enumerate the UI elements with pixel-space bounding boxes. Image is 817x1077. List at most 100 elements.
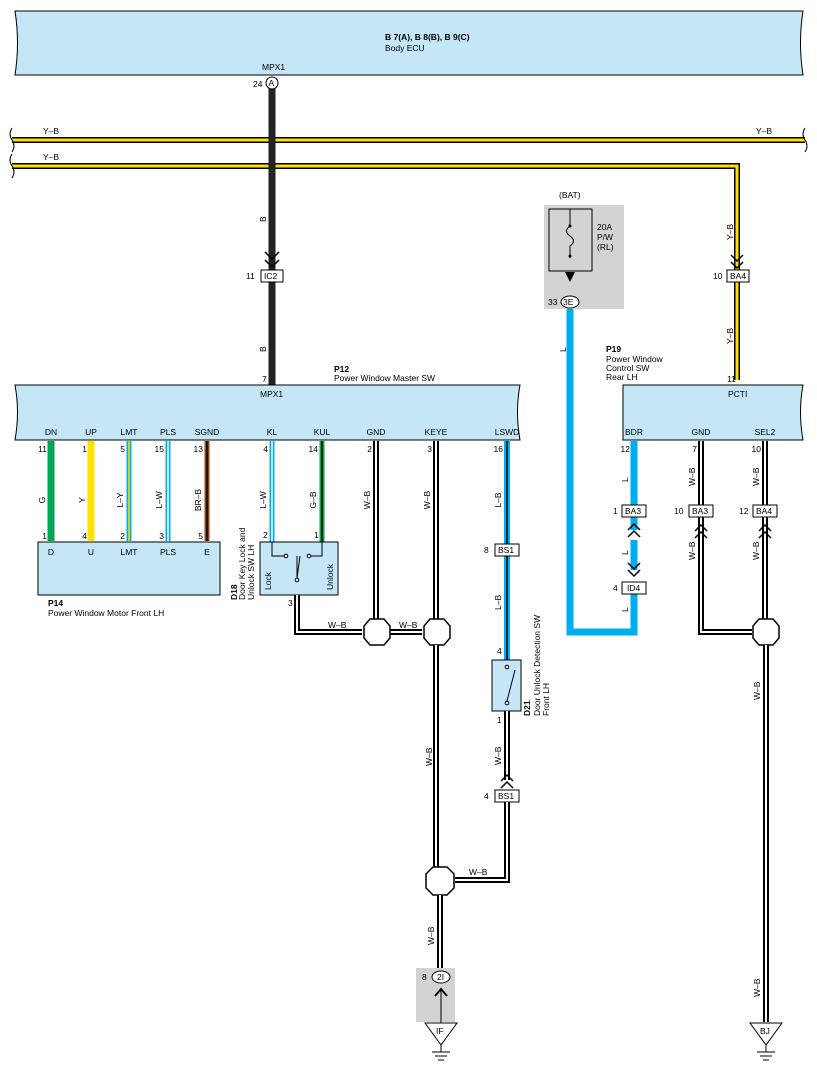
left-ground-pin: 8: [422, 972, 427, 982]
master-wire-color-4: BR–B: [193, 489, 203, 512]
rear-wb-5: W–B: [752, 681, 762, 700]
yb-branch-right: Y–B BA4 10 Y–B 11: [713, 224, 750, 384]
ba3-a-pin: 1: [613, 506, 618, 516]
master-terminal-8: KEYE: [425, 427, 448, 437]
d18-unlock-label: Unlock: [325, 563, 335, 590]
master-sw-id: P12: [334, 364, 349, 374]
d21-pin-top: 4: [497, 646, 502, 656]
d18-lock-label: Lock: [263, 571, 273, 590]
ecu-connector-letter: A: [269, 78, 275, 88]
rear-l-label-1: L: [620, 477, 630, 482]
motor-terminal-2: LMT: [121, 547, 138, 557]
rear-terminal-2: SEL2: [755, 427, 776, 437]
d18-pin-kul: 1: [314, 530, 319, 540]
rear-sw: P19 Power Window Control SW Rear LH PCTI…: [606, 344, 804, 454]
master-pin-7: 2: [367, 444, 372, 454]
master-wire-color-2: L–Y: [115, 492, 125, 507]
rear-pin-2: 10: [752, 444, 762, 454]
master-wire-color-1: Y: [77, 497, 87, 503]
motor-pin-2: 2: [120, 531, 125, 541]
yb-down-label-1: Y–B: [725, 224, 735, 240]
body-ecu-subtitle: Body ECU: [385, 43, 425, 53]
master-terminal-5: KL: [267, 427, 278, 437]
ba3-a-connector: BA3: [625, 506, 641, 516]
master-sw-top-term: MPX1: [260, 389, 283, 399]
yb-wire-top-right: Y–B: [756, 126, 772, 136]
master-pin-3: 15: [155, 444, 165, 454]
d21-pin-bot: 1: [497, 715, 502, 725]
master-pin-9: 16: [494, 444, 504, 454]
junction-rear: [752, 618, 780, 646]
mpx1-wire: A 24 B IC2 11 B 7: [246, 76, 284, 385]
d18-wire-h1: W–B: [328, 620, 347, 630]
rear-wb-6: W–B: [752, 978, 762, 997]
motor-terminal-4: E: [204, 547, 210, 557]
unlock-detection-branch: BS1 8 L–B 4 D21 Door Unlock Detection SW…: [455, 543, 551, 883]
master-wire-color-0: G: [37, 497, 47, 504]
body-ecu-terminal: MPX1: [262, 62, 285, 72]
rear-sw-name-2: Control SW: [606, 363, 649, 373]
ic2-pin: 11: [246, 271, 255, 281]
bs1-low-connector: BS1: [498, 791, 514, 801]
rear-pin-0: 12: [621, 444, 631, 454]
rear-wb-4: W–B: [751, 541, 761, 560]
motor: P14 Power Window Motor Front LH D1U4LMT2…: [37, 531, 221, 618]
rear-wires: L L BA3 1 ID4 4 L W–B W–B BA3 10 W–B W–B…: [613, 441, 783, 1061]
id4-connector: ID4: [627, 583, 641, 593]
motor-pin-1: 4: [82, 531, 87, 541]
left-wire-1: W–B: [424, 747, 434, 766]
rear-terminal-1: GND: [692, 427, 711, 437]
fuse-rating: 20A: [597, 222, 612, 232]
ba4-low-connector: BA4: [756, 506, 772, 516]
wire-b-upper: B: [258, 216, 268, 222]
fuse-pin: 33: [548, 297, 558, 307]
junction-left-low: [425, 866, 455, 896]
motor-terminal-3: PLS: [160, 547, 176, 557]
master-wire-color-9: L–B: [493, 492, 503, 507]
yb-bus: Y–B Y–B Y–B: [9, 126, 808, 380]
left-ground-connector: 2I: [437, 972, 444, 982]
master-pin-6: 14: [309, 444, 319, 454]
rear-sw-top-term: PCTI: [728, 389, 747, 399]
master-pin-4: 13: [194, 444, 204, 454]
master-pin-2: 5: [120, 444, 125, 454]
d18-wire-h2: W–B: [399, 620, 418, 630]
master-wire-color-3: L–W: [154, 491, 164, 508]
master-terminal-6: KUL: [314, 427, 331, 437]
d21-id: D21: [522, 700, 532, 716]
junction-keye: [423, 618, 451, 646]
d18-name-2: Unlock SW LH: [246, 545, 256, 600]
master-pin-5: 4: [263, 444, 268, 454]
yb-wire-top-left: Y–B: [43, 126, 59, 136]
motor-pin-4: 5: [198, 531, 203, 541]
bs1-top-pin: 8: [484, 545, 489, 555]
motor-pin-0: 1: [42, 531, 47, 541]
rear-sw-id: P19: [606, 344, 621, 354]
ba3-b-connector: BA3: [692, 506, 708, 516]
id4-pin: 4: [613, 583, 618, 593]
motor-terminal-0: D: [48, 547, 54, 557]
ba3-b-pin: 10: [674, 506, 684, 516]
left-ground-label: IF: [436, 1026, 444, 1036]
master-terminal-9: LSWD: [495, 427, 520, 437]
d18-name-1: Door Key Lock and: [237, 527, 247, 600]
junction-gnd: [363, 618, 391, 646]
master-sw-name: Power Window Master SW: [334, 373, 435, 383]
rear-ground-label: BJ: [760, 1026, 770, 1036]
door-key-lock-sw: 2 1 Lock Unlock D18 Door Key Lock and Un…: [229, 527, 451, 646]
fuse-connector: 3E: [563, 297, 574, 307]
l-fuse-label: L: [558, 347, 568, 352]
master-terminal-7: GND: [367, 427, 386, 437]
d18-pin-gnd: 3: [288, 598, 293, 608]
rear-sw-name-1: Power Window: [606, 354, 664, 364]
wire-b-lower: B: [258, 346, 268, 352]
left-wire-h: W–B: [469, 867, 488, 877]
left-wire-2: W–B: [426, 926, 436, 945]
rear-pin-1: 7: [692, 444, 697, 454]
rear-wb-3: W–B: [751, 467, 761, 486]
fuse-name: P/W: [597, 232, 613, 242]
rear-sw-name-3: Rear LH: [606, 372, 638, 382]
rear-terminal-0: BDR: [625, 427, 643, 437]
